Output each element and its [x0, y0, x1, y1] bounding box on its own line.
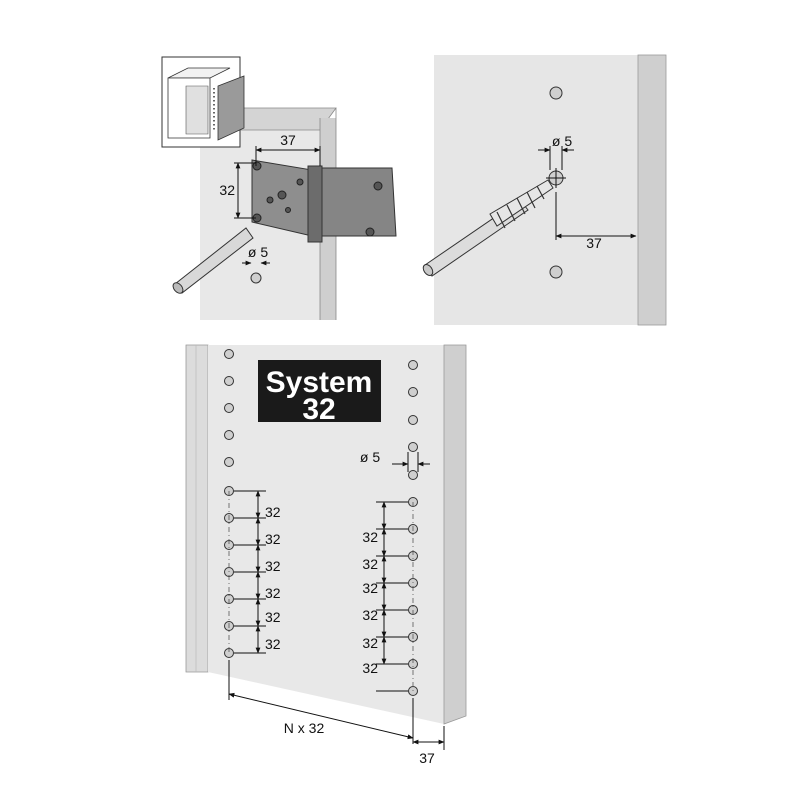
left-pitch-label: 32 [265, 636, 281, 652]
bottom-illustration: System 32 [185, 344, 467, 766]
edge-offset-label: 37 [419, 750, 435, 766]
logo-line1: System [266, 366, 373, 399]
diameter-label-bottom: ø 5 [360, 449, 380, 465]
right-pitch-label: 32 [362, 635, 378, 651]
row-distance-label: N x 32 [284, 720, 325, 736]
height-label: 32 [219, 182, 235, 198]
top-left-illustration: 37 32 ø 5 [161, 56, 397, 320]
logo-line2: 32 [302, 393, 335, 426]
drilled-hole [250, 272, 262, 284]
panel-edge [637, 54, 667, 326]
width-label: 37 [280, 132, 296, 148]
right-pitch-label: 32 [362, 660, 378, 676]
diameter-label: ø 5 [248, 244, 268, 260]
right-pitch-dimensions: 32 32 32 32 32 32 [362, 501, 408, 692]
panel-right-edge [443, 344, 467, 725]
left-pitch-label: 32 [265, 585, 281, 601]
right-pitch-label: 32 [362, 607, 378, 623]
left-pitch-dimensions: 32 32 32 32 32 32 [234, 490, 281, 654]
left-pitch-label: 32 [265, 531, 281, 547]
right-pitch-label: 32 [362, 529, 378, 545]
cabinet-inset [161, 56, 245, 148]
diameter-label-right: ø 5 [552, 133, 572, 149]
drilling-jig [251, 159, 397, 243]
offset-label-right: 37 [586, 235, 602, 251]
left-pitch-label: 32 [265, 558, 281, 574]
hole-bottom [549, 265, 563, 279]
system32-logo: System 32 [258, 360, 381, 426]
left-pitch-label: 32 [265, 609, 281, 625]
left-pitch-label: 32 [265, 504, 281, 520]
right-hole-column [408, 360, 418, 696]
hole-top [549, 86, 563, 100]
panel-left-edge [185, 344, 209, 673]
left-hole-column [224, 349, 234, 658]
right-pitch-label: 32 [362, 556, 378, 572]
awl-tool [172, 227, 254, 294]
drill-bit [422, 179, 554, 277]
top-right-illustration: ø 5 37 [422, 54, 667, 326]
right-pitch-label: 32 [362, 580, 378, 596]
